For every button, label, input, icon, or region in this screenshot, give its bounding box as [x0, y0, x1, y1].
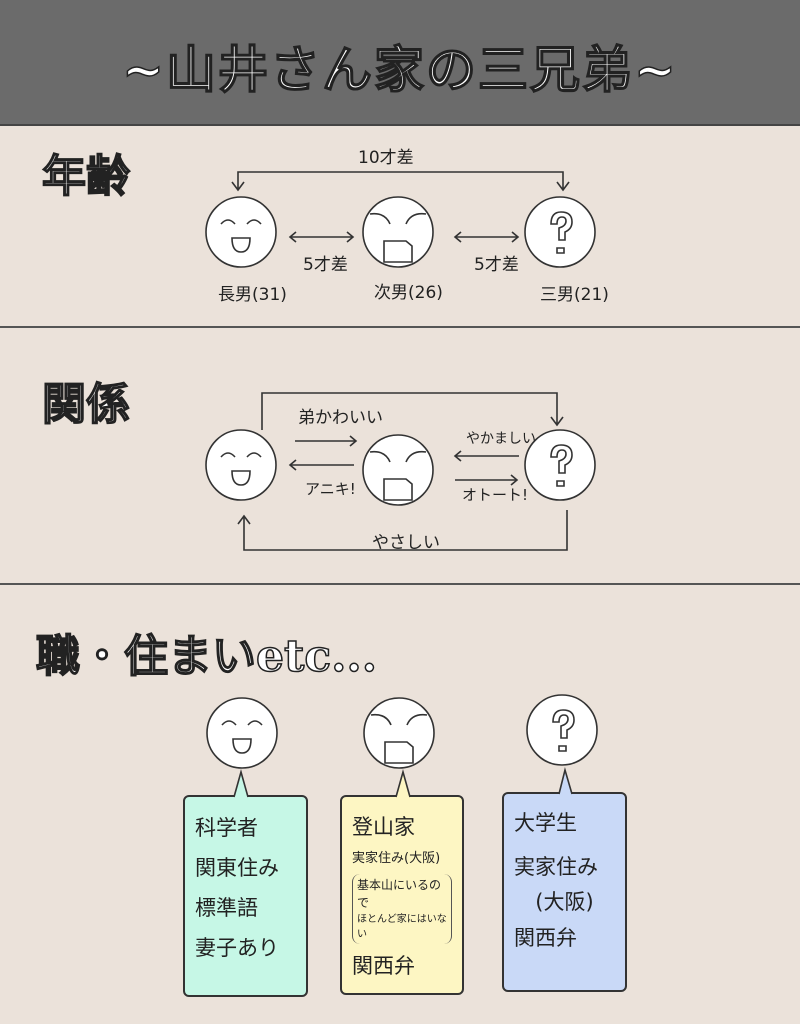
- box-note: 基本山にいるので ほとんど家にはいない: [352, 874, 452, 945]
- arrow-third-to-second: [453, 450, 519, 462]
- box-line: 科学者: [195, 816, 258, 840]
- header-bar: ~山井さん家の三兄弟~: [0, 0, 800, 126]
- arrow-5-gap-1: [288, 231, 355, 243]
- label-ototo: オトート!: [462, 486, 529, 504]
- label-noisy: やかましい: [466, 431, 536, 447]
- box-line: 実家住み: [514, 854, 598, 879]
- label-5-gap-2: 5才差: [474, 255, 519, 275]
- arrow-10-gap: [231, 171, 570, 192]
- label-cute-brother: 弟かわいい: [298, 408, 383, 428]
- arrow-eldest-to-second: [295, 435, 358, 447]
- label-10-gap: 10才差: [358, 148, 414, 168]
- box-line: 実家住み(大阪): [352, 850, 441, 866]
- label-5-gap-1: 5才差: [303, 255, 348, 275]
- label-kind: やさしい: [372, 533, 440, 553]
- section-heading-relation: 関係: [41, 378, 131, 431]
- label-third: 三男(21): [540, 285, 609, 305]
- divider: [0, 326, 800, 328]
- box-line: 登山家: [352, 815, 415, 839]
- arrow-second-to-third: [455, 474, 519, 486]
- info-box-eldest: 科学者 関東住み 標準語 妻子あり: [183, 795, 308, 997]
- box-line: 妻子あり: [195, 935, 279, 960]
- box-line: (大阪): [535, 890, 594, 915]
- box-line: 大学生: [514, 811, 577, 835]
- box-line: 関西弁: [352, 954, 415, 979]
- label-aniki: アニキ!: [305, 480, 356, 498]
- box-line: 関東住み: [195, 855, 279, 880]
- arrow-top: [261, 392, 564, 430]
- label-second: 次男(26): [374, 283, 443, 303]
- section-heading-life: 職・住まいetc...: [35, 630, 378, 683]
- box-line: 関西弁: [514, 926, 577, 951]
- info-box-second: 登山家 実家住み(大阪) 基本山にいるので ほとんど家にはいない 関西弁: [340, 795, 464, 995]
- info-box-third: 大学生 実家住み (大阪) 関西弁: [502, 792, 627, 992]
- label-eldest: 長男(31): [218, 285, 287, 305]
- arrow-second-to-eldest: [288, 459, 354, 471]
- box-line: 標準語: [195, 895, 258, 920]
- section-heading-age: 年齢: [41, 150, 131, 203]
- arrow-5-gap-2: [453, 231, 520, 243]
- box-line: ほとんど家にはいない: [357, 914, 447, 941]
- arrow-bottom: [237, 510, 568, 551]
- divider: [0, 583, 800, 585]
- page-title: ~山井さん家の三兄弟~: [121, 39, 678, 100]
- box-line: 基本山にいるので: [357, 878, 442, 911]
